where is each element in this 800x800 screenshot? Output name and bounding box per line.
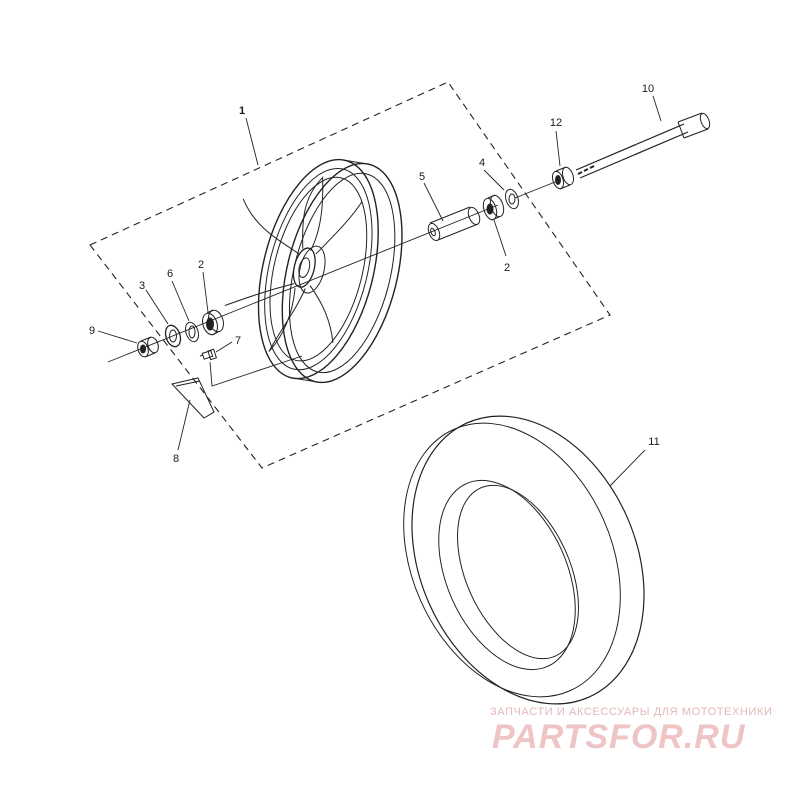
ring (185, 321, 199, 343)
label-part-8: 8 (173, 453, 179, 465)
label-part-4: 4 (479, 157, 485, 169)
label-part-5: 5 (419, 171, 425, 183)
bearing-left (202, 309, 224, 336)
leader-lines (97, 95, 662, 487)
wheel-rim (224, 158, 403, 384)
label-part-7: 7 (235, 335, 241, 347)
label-part-2-right: 2 (504, 262, 510, 274)
label-part-3: 3 (139, 280, 145, 292)
watermark-tagline: ЗАПЧАСТИ И АКСЕССУАРЫ ДЛЯ МОТОТЕХНИКИ (490, 706, 773, 718)
label-part-9: 9 (89, 325, 95, 337)
label-assembly: 1 (239, 105, 245, 117)
watermark-logo: PARTSFOR.RU (492, 718, 746, 756)
seal (164, 324, 182, 348)
axle-centerline-ext (514, 181, 556, 199)
label-part-10: 10 (642, 83, 654, 95)
label-part-12: 12 (550, 117, 562, 129)
label-part-11: 11 (648, 436, 659, 448)
label-part-2-left: 2 (198, 259, 204, 271)
axle (575, 112, 711, 179)
label-part-6: 6 (167, 268, 173, 280)
washer (505, 188, 519, 210)
bearing-right (482, 194, 505, 221)
axle-centerline (107, 204, 499, 363)
valve (199, 348, 218, 361)
tire (403, 415, 645, 705)
outer-spacer (137, 336, 159, 358)
balance-weight (171, 377, 215, 419)
valve-leader-line (209, 355, 303, 387)
assembly-boundary (89, 81, 611, 469)
collar (551, 166, 575, 190)
spacer-sleeve (427, 206, 481, 242)
